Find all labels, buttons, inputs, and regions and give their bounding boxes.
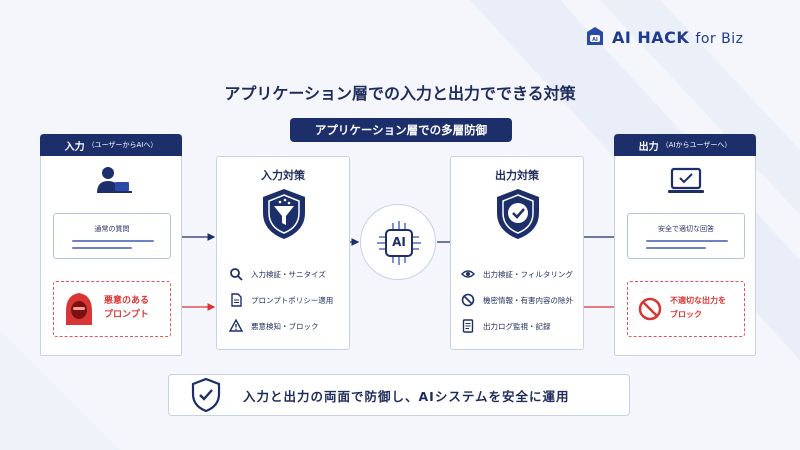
block-icon [638, 297, 662, 321]
input-panel-header: 入力（ユーザーからAIへ） [40, 134, 182, 156]
malicious-prompt-box: 悪意のある プロンプト [53, 281, 171, 337]
bottom-banner-text: 入力と出力の両面で防御し、AIシステムを安全に運用 [243, 388, 570, 404]
prohibited-icon [461, 293, 475, 307]
output-measures-title: 出力対策 [495, 169, 539, 182]
input-measures-title: 入力対策 [261, 169, 305, 182]
robot-hood-icon: AI [587, 27, 603, 45]
warning-icon [229, 319, 243, 333]
ai-chip-icon [377, 221, 421, 265]
output-measure-item: 機密情報・有害内容の除外 [461, 293, 573, 307]
safe-answer-text: 安全で適切な回答 [658, 225, 714, 233]
shield-check-icon [497, 189, 539, 239]
input-panel: 入力（ユーザーからAIへ） 通常の質問 悪意のある プロンプト [40, 134, 182, 356]
laptop-check-icon [668, 167, 704, 193]
input-measure-item: 入力検証・サニタイズ [229, 267, 333, 281]
safe-answer-bubble: 安全で適切な回答 [627, 213, 745, 259]
eye-icon [461, 267, 475, 281]
hooded-hacker-icon [66, 293, 92, 325]
normal-question-text: 通常の質問 [94, 225, 130, 233]
normal-question-bubble: 通常の質問 [53, 213, 171, 259]
user-at-laptop-icon [97, 167, 132, 193]
input-measure-item: プロンプトポリシー適用 [229, 293, 333, 307]
svg-text:AI: AI [592, 37, 598, 43]
bottom-banner: 入力と出力の両面で防御し、AIシステムを安全に運用 [168, 374, 630, 416]
log-document-icon [461, 319, 475, 333]
input-measures-card: 入力対策 入力検証・サニタイズ プロンプトポリシー適用 悪意検知・ブロック [216, 156, 350, 350]
ai-chip-label: AI [392, 235, 406, 249]
shield-filter-icon [263, 189, 305, 239]
ai-model-node: AI [360, 204, 436, 280]
blocked-output-box: 不適切な出力を ブロック [627, 281, 745, 337]
page-title: アプリケーション層での入力と出力でできる対策 [224, 84, 576, 103]
shield-check-small-icon [191, 378, 221, 412]
output-panel: 出力（AIからユーザーへ） 安全で適切な回答 不適切な出力を ブロック [614, 134, 756, 356]
magnifier-icon [229, 267, 243, 281]
document-icon [229, 293, 243, 307]
blocked-output-text: 不適切な出力を ブロック [670, 296, 726, 319]
output-measures-card: 出力対策 出力検証・フィルタリング 機密情報・有害内容の除外 出力ログ監視・記録 [450, 156, 584, 350]
brand-logo: AI AI HACK for Biz [584, 26, 743, 48]
output-measure-item: 出力検証・フィルタリング [461, 267, 573, 281]
center-banner: アプリケーション層での多層防御 [290, 118, 512, 142]
brand-name: AI HACK for Biz [612, 27, 744, 47]
malicious-prompt-text: 悪意のある プロンプト [104, 296, 150, 320]
output-panel-header: 出力（AIからユーザーへ） [614, 134, 756, 156]
input-measure-item: 悪意検知・ブロック [229, 319, 333, 333]
output-measure-item: 出力ログ監視・記録 [461, 319, 573, 333]
